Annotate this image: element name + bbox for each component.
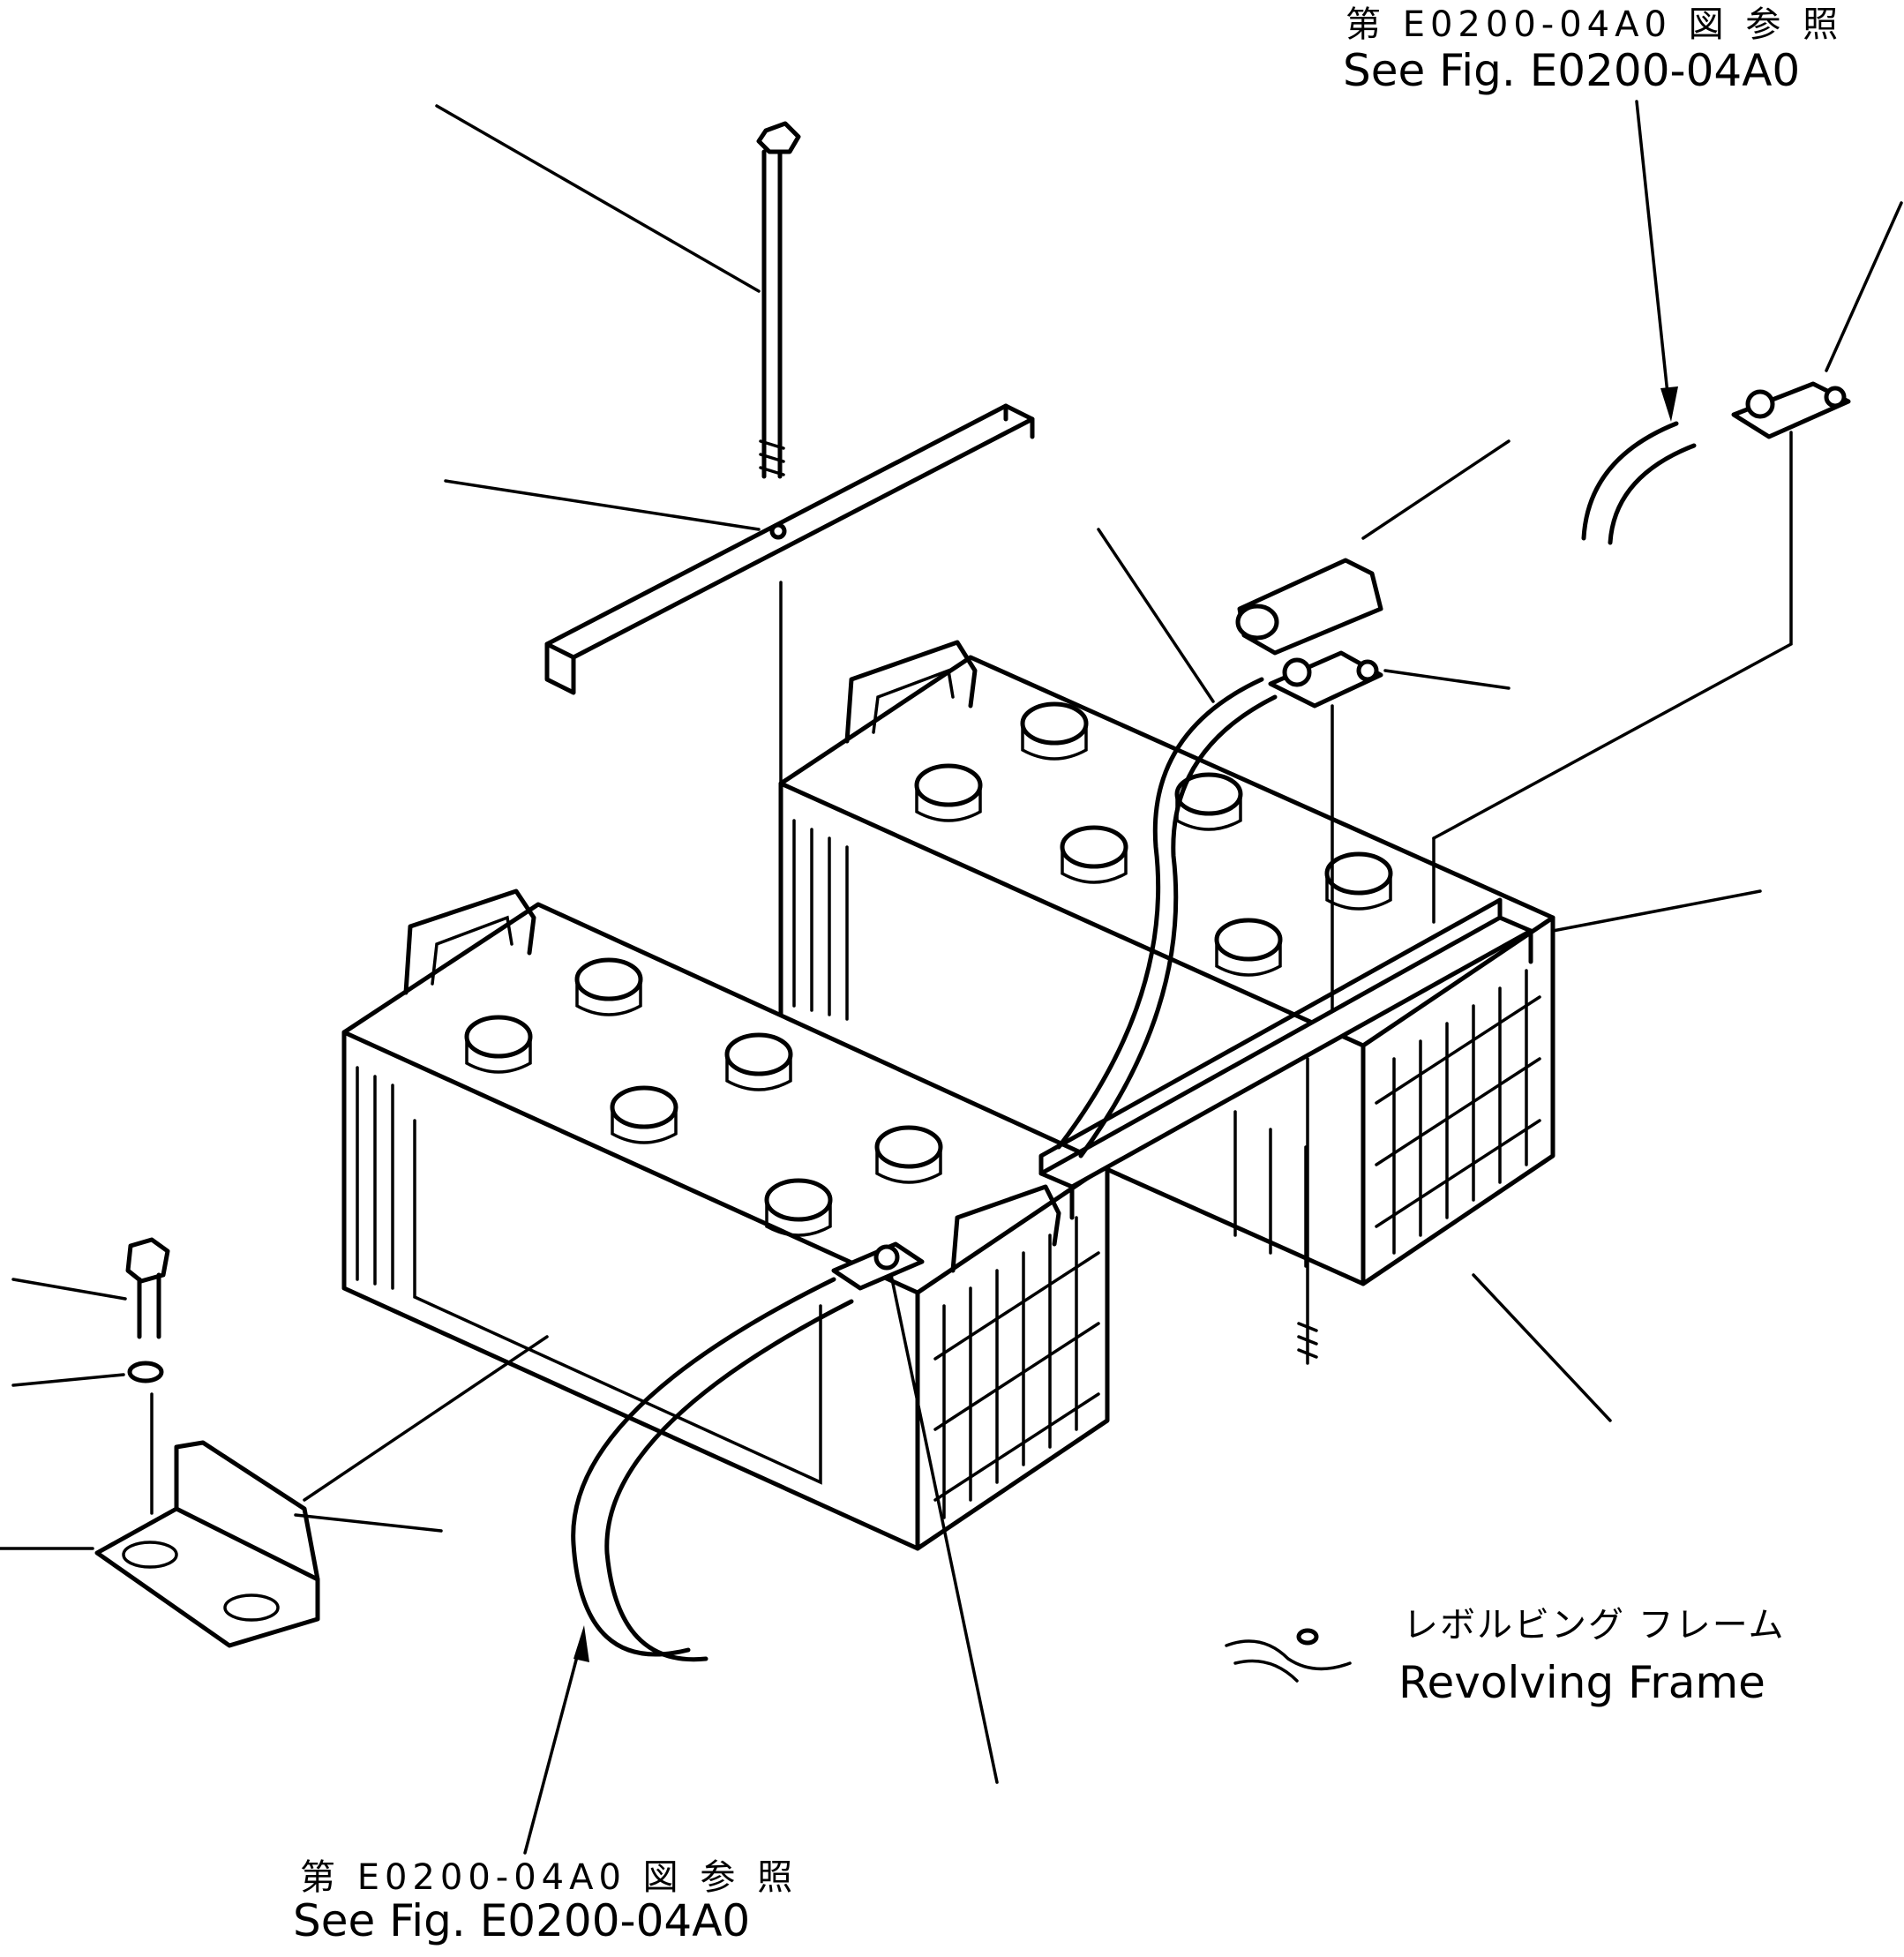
reference-arrows: [523, 100, 1678, 1855]
mounting-bracket: [94, 1440, 320, 1648]
washer: [127, 1361, 164, 1383]
hold-down-bar-top: [544, 403, 1035, 695]
bolt-small: [125, 1237, 170, 1339]
callout-bottom-jp: 第 E0200-04A0 図 参 照: [300, 1857, 798, 1898]
front-battery: [341, 889, 1110, 1551]
frame-label-jp: レボルビング フレーム: [1403, 1605, 1786, 1646]
hold-down-bar-right: [1038, 897, 1533, 1220]
leader-lines: [0, 104, 1903, 1784]
terminal-clamp-center: [1268, 650, 1383, 709]
frame-hint: [1225, 1628, 1352, 1683]
callout-top-jp: 第 E0200-04A0 図 参 照: [1346, 4, 1844, 45]
rear-battery-caps: [914, 701, 1393, 977]
terminal-clamp-top: [1731, 381, 1851, 439]
frame-label-en: Revolving Frame: [1398, 1657, 1765, 1708]
front-battery-caps: [464, 957, 943, 1237]
connecting-cable: [1056, 677, 1278, 1158]
top-cable-stub: [1581, 421, 1697, 545]
terminal-cap: [1235, 558, 1383, 656]
negative-cable: [571, 1277, 854, 1662]
bolt-rod: [756, 121, 801, 479]
callout-bottom-en: See Fig. E0200-04A0: [293, 1895, 751, 1946]
rear-battery: [778, 640, 1555, 1286]
terminal-clamp-front: [831, 1241, 925, 1291]
callout-top-en: See Fig. E0200-04A0: [1343, 45, 1801, 96]
